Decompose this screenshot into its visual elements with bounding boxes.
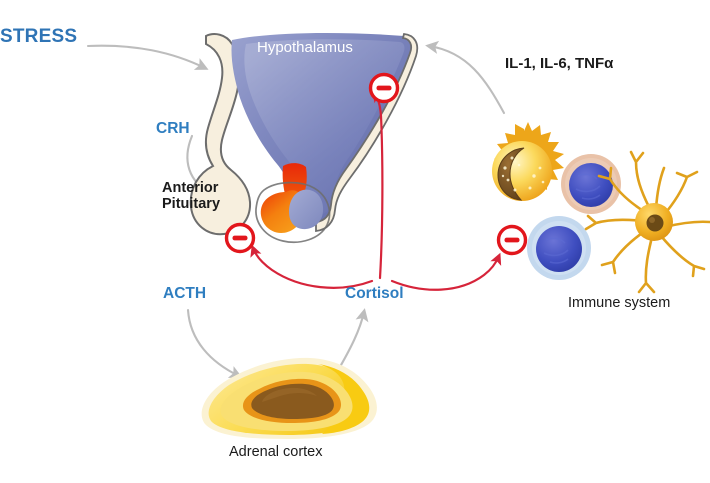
inhibit-immune-marker [496,224,528,256]
label-cytokines: IL-1, IL-6, TNFα [505,55,614,72]
lymphocyte-tan-nucleus-texture [575,173,601,200]
microglia-cell [584,150,710,294]
inhibition-markers [224,72,528,256]
macrophage-nucleus [497,147,525,201]
pathway-stress-to-hypothalamus [86,44,209,70]
immune-cells-group [492,122,710,294]
pathway-cortisol-to-immune [390,252,502,291]
pituitary-capsule-outline [255,181,331,244]
lymphocyte-tan-cell [561,154,621,214]
label-acth: ACTH [163,285,207,302]
macrophage-cell [492,122,564,201]
hypothalamus-highlight [244,39,405,216]
microglia-nucleus-highlight [649,217,655,223]
label-crh: CRH [156,120,190,137]
hypothalamus-pituitary-group [189,32,419,244]
label-cortisol: Cortisol [345,285,404,302]
adrenal-cortex-illustration [201,357,377,439]
adrenal-zona-yellow-bright [318,364,370,434]
label-anterior-pituitary: Anterior Pituitary [162,180,221,213]
adrenal-medulla-highlight [262,387,317,402]
pathway-cortisol-to-pituitary [250,244,374,289]
lymphocyte-blue-nucleus [536,226,582,272]
lymphocyte-blue-cell [527,216,591,280]
label-stress: STRESS [0,26,78,47]
microglia-nucleus [646,214,664,232]
macrophage-granules [501,156,545,192]
pathway-acth-to-adrenal [186,308,243,378]
inhibit-hypothalamus-marker [368,72,400,104]
pathway-cytokines-to-hypothalamus [425,40,506,115]
inhibit-pituitary-marker [224,222,256,254]
lymphocyte-tan-nucleus [569,163,613,207]
posterior-pituitary-lobe [289,189,324,230]
label-adrenal-cortex: Adrenal cortex [229,444,323,460]
label-hypothalamus: Hypothalamus [257,39,353,56]
lymphocyte-blue-nucleus-texture [543,237,569,264]
label-immune-system: Immune system [568,295,671,311]
pathway-adrenal-to-cortisol [335,308,369,374]
